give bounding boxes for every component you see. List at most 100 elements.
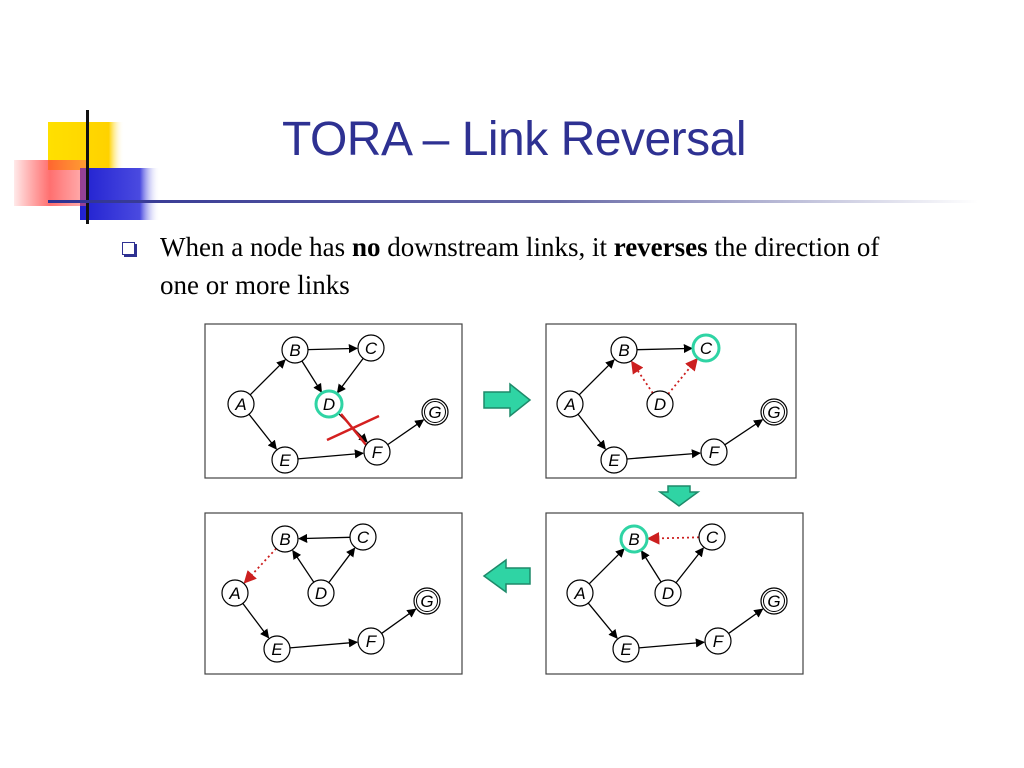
node-circle bbox=[704, 627, 732, 655]
node-label: A bbox=[228, 584, 240, 603]
node-circle bbox=[227, 390, 255, 418]
node-D: D bbox=[314, 389, 344, 419]
node-circle bbox=[654, 579, 682, 607]
title-underline bbox=[48, 200, 978, 203]
node-E: E bbox=[600, 446, 628, 474]
link-D-B bbox=[292, 549, 315, 583]
link-B-C bbox=[307, 344, 358, 354]
node-D: D bbox=[654, 579, 682, 607]
reversed-link-C-B bbox=[646, 532, 700, 545]
node-G: G bbox=[760, 587, 788, 615]
bullet-bold-reverses: reverses bbox=[613, 232, 708, 262]
node-circle bbox=[646, 390, 674, 418]
node-label: A bbox=[234, 395, 246, 414]
bullet-text-part2: downstream links, it bbox=[380, 232, 614, 262]
link-A-E bbox=[577, 413, 606, 450]
link-E-F bbox=[638, 638, 705, 649]
bullet-text-part3: the direction of one or more links bbox=[160, 232, 880, 300]
node-circle bbox=[556, 390, 584, 418]
highlighted-node-ring bbox=[691, 333, 721, 363]
node-circle bbox=[281, 336, 309, 364]
link-F-G bbox=[387, 419, 425, 446]
node-label: E bbox=[271, 640, 283, 659]
node-label: C bbox=[357, 528, 370, 547]
step-arrow-right-icon bbox=[483, 382, 532, 418]
node-F: F bbox=[700, 438, 728, 466]
link-F-G bbox=[724, 419, 764, 446]
node-label: B bbox=[618, 341, 629, 360]
broken-link-cross-icon bbox=[340, 413, 368, 447]
link-E-F bbox=[297, 449, 364, 460]
node-circle bbox=[363, 438, 391, 466]
link-C-B bbox=[298, 533, 351, 543]
node-circle bbox=[612, 635, 640, 663]
slide-logo-decoration bbox=[14, 110, 160, 224]
node-label: A bbox=[563, 395, 575, 414]
link-E-F bbox=[289, 638, 358, 649]
link-C-D bbox=[336, 358, 364, 394]
link-D-C bbox=[328, 547, 356, 583]
node-label: A bbox=[573, 584, 585, 603]
link-A-E bbox=[248, 413, 277, 450]
node-label: C bbox=[365, 339, 378, 358]
node-circle bbox=[307, 579, 335, 607]
link-A-B bbox=[588, 548, 625, 585]
node-B: B bbox=[271, 525, 299, 553]
node-label: F bbox=[709, 443, 721, 462]
node-F: F bbox=[357, 627, 385, 655]
node-label: B bbox=[628, 530, 639, 549]
node-F: F bbox=[704, 627, 732, 655]
node-A: A bbox=[221, 579, 249, 607]
node-label: F bbox=[713, 632, 725, 651]
node-label: G bbox=[420, 592, 433, 611]
node-D: D bbox=[307, 579, 335, 607]
node-C: C bbox=[691, 333, 721, 363]
node-B: B bbox=[610, 336, 638, 364]
node-label: G bbox=[767, 592, 780, 611]
node-circle bbox=[760, 587, 788, 615]
node-B: B bbox=[619, 524, 649, 554]
bullet-text: When a node has no downstream links, it … bbox=[160, 228, 880, 304]
link-A-E bbox=[587, 602, 618, 639]
node-circle bbox=[566, 579, 594, 607]
node-label: C bbox=[700, 339, 713, 358]
node-label: F bbox=[372, 443, 384, 462]
node-circle bbox=[421, 398, 449, 426]
node-label: D bbox=[315, 584, 327, 603]
link-F-G bbox=[381, 608, 417, 634]
node-circle bbox=[413, 587, 441, 615]
network-panel-step-4: A B C D E F G bbox=[204, 512, 463, 675]
node-circle bbox=[760, 398, 788, 426]
node-circle bbox=[271, 446, 299, 474]
node-label: F bbox=[366, 632, 378, 651]
node-label: B bbox=[279, 530, 290, 549]
node-C: C bbox=[349, 523, 377, 551]
node-C: C bbox=[357, 334, 385, 362]
node-B: B bbox=[281, 336, 309, 364]
node-label: D bbox=[323, 395, 335, 414]
node-circle bbox=[700, 438, 728, 466]
node-label: D bbox=[662, 584, 674, 603]
link-D-C bbox=[675, 547, 704, 584]
node-circle bbox=[357, 627, 385, 655]
node-label: E bbox=[620, 640, 632, 659]
node-circle bbox=[610, 336, 638, 364]
link-A-E bbox=[242, 603, 270, 639]
node-G: G bbox=[413, 587, 441, 615]
node-circle bbox=[600, 446, 628, 474]
node-label: E bbox=[279, 451, 291, 470]
page-title: TORA – Link Reversal bbox=[282, 113, 746, 166]
destination-ring bbox=[763, 401, 785, 423]
node-circle bbox=[357, 334, 385, 362]
node-E: E bbox=[263, 635, 291, 663]
node-F: F bbox=[363, 438, 391, 466]
square-bullet-icon bbox=[122, 242, 135, 255]
node-A: A bbox=[227, 390, 255, 418]
node-label: B bbox=[289, 341, 300, 360]
node-label: G bbox=[767, 403, 780, 422]
node-circle bbox=[263, 635, 291, 663]
